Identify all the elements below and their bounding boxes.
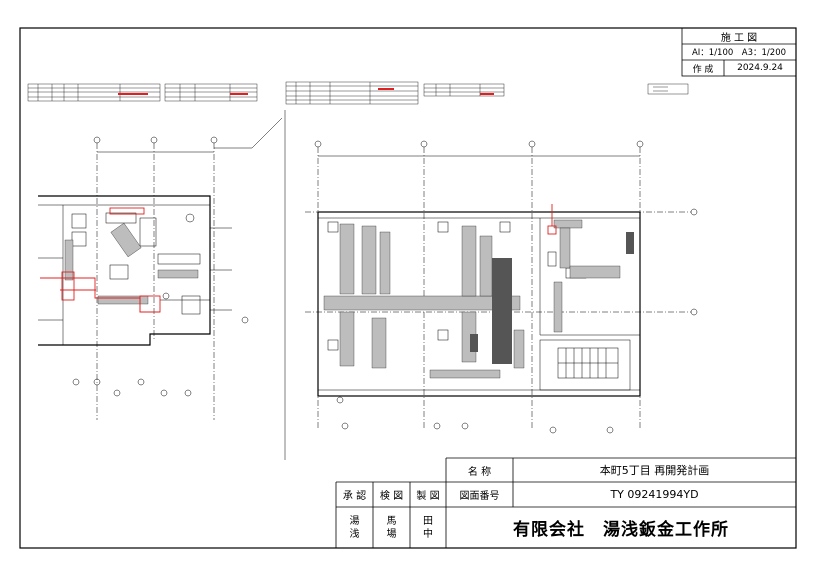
name-label: 名 称 <box>467 466 492 478</box>
drawing-type-header: 施 工 図 <box>720 32 758 44</box>
drafter-name: 田中 <box>423 515 433 540</box>
approver-name: 湯浅 <box>349 515 360 540</box>
drawing-number: TY 09241994YD <box>610 488 699 501</box>
approval-label: 承 認 <box>342 491 367 502</box>
scale-label: AI：1/100 A3：1/200 <box>691 48 787 58</box>
created-label: 作 成 <box>692 64 714 75</box>
draft-label: 製 図 <box>416 491 440 502</box>
project-name: 本町5丁目 再開発計画 <box>599 464 710 477</box>
title-block-grid <box>335 457 796 548</box>
created-date: 2024.9.24 <box>737 63 783 73</box>
stamp-grid <box>681 27 797 77</box>
left-floor-plan <box>38 117 283 420</box>
drawing-number-label: 図面番号 <box>459 491 500 502</box>
company-name: 有限会社 湯浅鈑金工作所 <box>513 520 729 540</box>
check-label: 検 図 <box>379 491 404 502</box>
checker-name: 馬場 <box>386 515 397 540</box>
equipment-schedule-tables <box>27 81 689 105</box>
